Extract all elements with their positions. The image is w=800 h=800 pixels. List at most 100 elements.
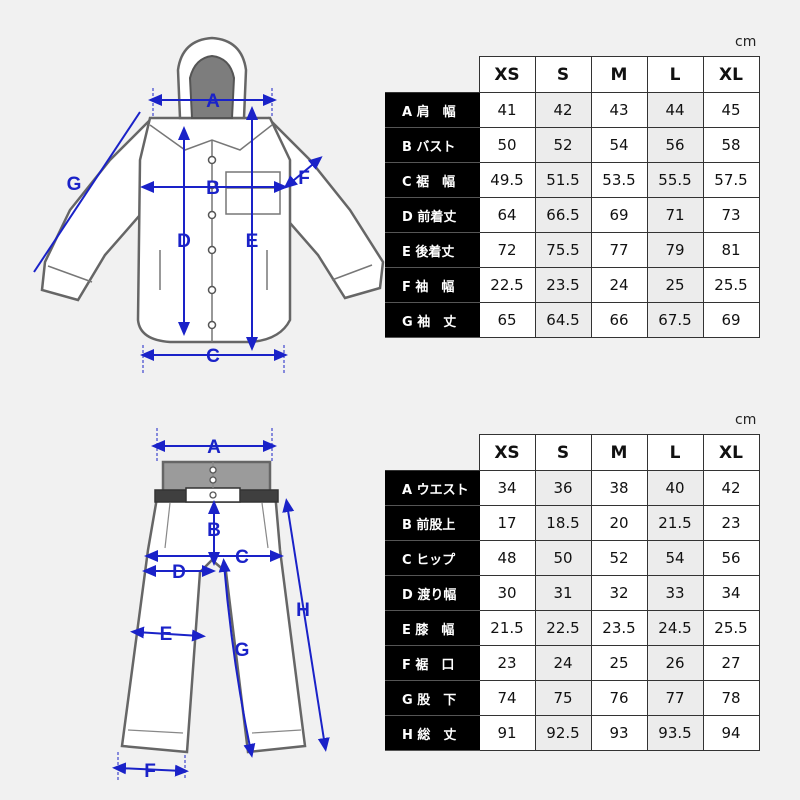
size-value-cell: 22.5: [534, 610, 592, 646]
pants-label-e: E: [160, 624, 173, 645]
pants-label-g: G: [235, 640, 250, 661]
row-label: F 裾 口: [385, 645, 480, 681]
size-value-cell: 23: [478, 645, 536, 681]
size-value-cell: 43: [590, 92, 648, 128]
size-value-cell: 22.5: [478, 267, 536, 303]
size-value-cell: 57.5: [702, 162, 760, 198]
table-corner: [385, 434, 480, 471]
row-label: B 前股上: [385, 505, 480, 541]
size-value-cell: 75: [534, 680, 592, 716]
size-value-cell: 94: [702, 715, 760, 751]
size-value-cell: 26: [646, 645, 704, 681]
size-value-cell: 69: [702, 302, 760, 338]
size-value-cell: 53.5: [590, 162, 648, 198]
pants-label-a: A: [207, 437, 221, 458]
size-value-cell: 52: [590, 540, 648, 576]
row-label: H 総 丈: [385, 715, 480, 751]
size-header-xl: XL: [702, 434, 760, 471]
row-label: D 渡り幅: [385, 575, 480, 611]
size-value-cell: 56: [646, 127, 704, 163]
size-header-l: L: [646, 56, 704, 93]
size-value-cell: 77: [646, 680, 704, 716]
size-value-cell: 64.5: [534, 302, 592, 338]
table-corner: [385, 56, 480, 93]
pants-unit-label: cm: [735, 412, 757, 428]
size-value-cell: 93: [590, 715, 648, 751]
row-label: C ヒップ: [385, 540, 480, 576]
size-value-cell: 92.5: [534, 715, 592, 751]
size-value-cell: 40: [646, 470, 704, 506]
pants-label-d: D: [172, 562, 186, 583]
size-value-cell: 18.5: [534, 505, 592, 541]
row-label: A 肩 幅: [385, 92, 480, 128]
size-value-cell: 25.5: [702, 267, 760, 303]
size-header-s: S: [534, 56, 592, 93]
row-label: G 袖 丈: [385, 302, 480, 338]
size-value-cell: 17: [478, 505, 536, 541]
size-value-cell: 24: [534, 645, 592, 681]
size-value-cell: 64: [478, 197, 536, 233]
pants-label-h: H: [296, 600, 310, 621]
size-value-cell: 75.5: [534, 232, 592, 268]
size-value-cell: 34: [702, 575, 760, 611]
row-label: A ウエスト: [385, 470, 480, 506]
size-value-cell: 21.5: [478, 610, 536, 646]
size-value-cell: 36: [534, 470, 592, 506]
size-value-cell: 66: [590, 302, 648, 338]
size-value-cell: 81: [702, 232, 760, 268]
row-label: B バスト: [385, 127, 480, 163]
size-value-cell: 49.5: [478, 162, 536, 198]
size-value-cell: 50: [478, 127, 536, 163]
jacket-label-e: E: [246, 231, 259, 252]
row-label: D 前着丈: [385, 197, 480, 233]
size-value-cell: 48: [478, 540, 536, 576]
size-value-cell: 21.5: [646, 505, 704, 541]
size-value-cell: 42: [702, 470, 760, 506]
size-value-cell: 71: [646, 197, 704, 233]
size-value-cell: 67.5: [646, 302, 704, 338]
size-header-s: S: [534, 434, 592, 471]
size-value-cell: 27: [702, 645, 760, 681]
size-value-cell: 51.5: [534, 162, 592, 198]
size-value-cell: 72: [478, 232, 536, 268]
size-value-cell: 73: [702, 197, 760, 233]
size-value-cell: 65: [478, 302, 536, 338]
pants-measure-lines: [112, 440, 330, 777]
row-label: G 股 下: [385, 680, 480, 716]
size-value-cell: 24: [590, 267, 648, 303]
size-value-cell: 52: [534, 127, 592, 163]
jacket-label-a: A: [206, 91, 220, 112]
size-value-cell: 42: [534, 92, 592, 128]
size-value-cell: 30: [478, 575, 536, 611]
size-value-cell: 25: [590, 645, 648, 681]
size-value-cell: 76: [590, 680, 648, 716]
jacket-label-d: D: [177, 231, 191, 252]
size-header-m: M: [590, 434, 648, 471]
size-value-cell: 78: [702, 680, 760, 716]
size-value-cell: 41: [478, 92, 536, 128]
pants-label-c: C: [235, 547, 249, 568]
size-value-cell: 34: [478, 470, 536, 506]
size-value-cell: 56: [702, 540, 760, 576]
pants-diagram: A B C D E F G H: [112, 428, 330, 782]
size-header-xs: XS: [478, 56, 536, 93]
pants-label-f: F: [144, 761, 156, 782]
row-label: E 膝 幅: [385, 610, 480, 646]
size-value-cell: 33: [646, 575, 704, 611]
size-value-cell: 91: [478, 715, 536, 751]
size-value-cell: 54: [590, 127, 648, 163]
jacket-measure-lines: [33, 94, 323, 361]
